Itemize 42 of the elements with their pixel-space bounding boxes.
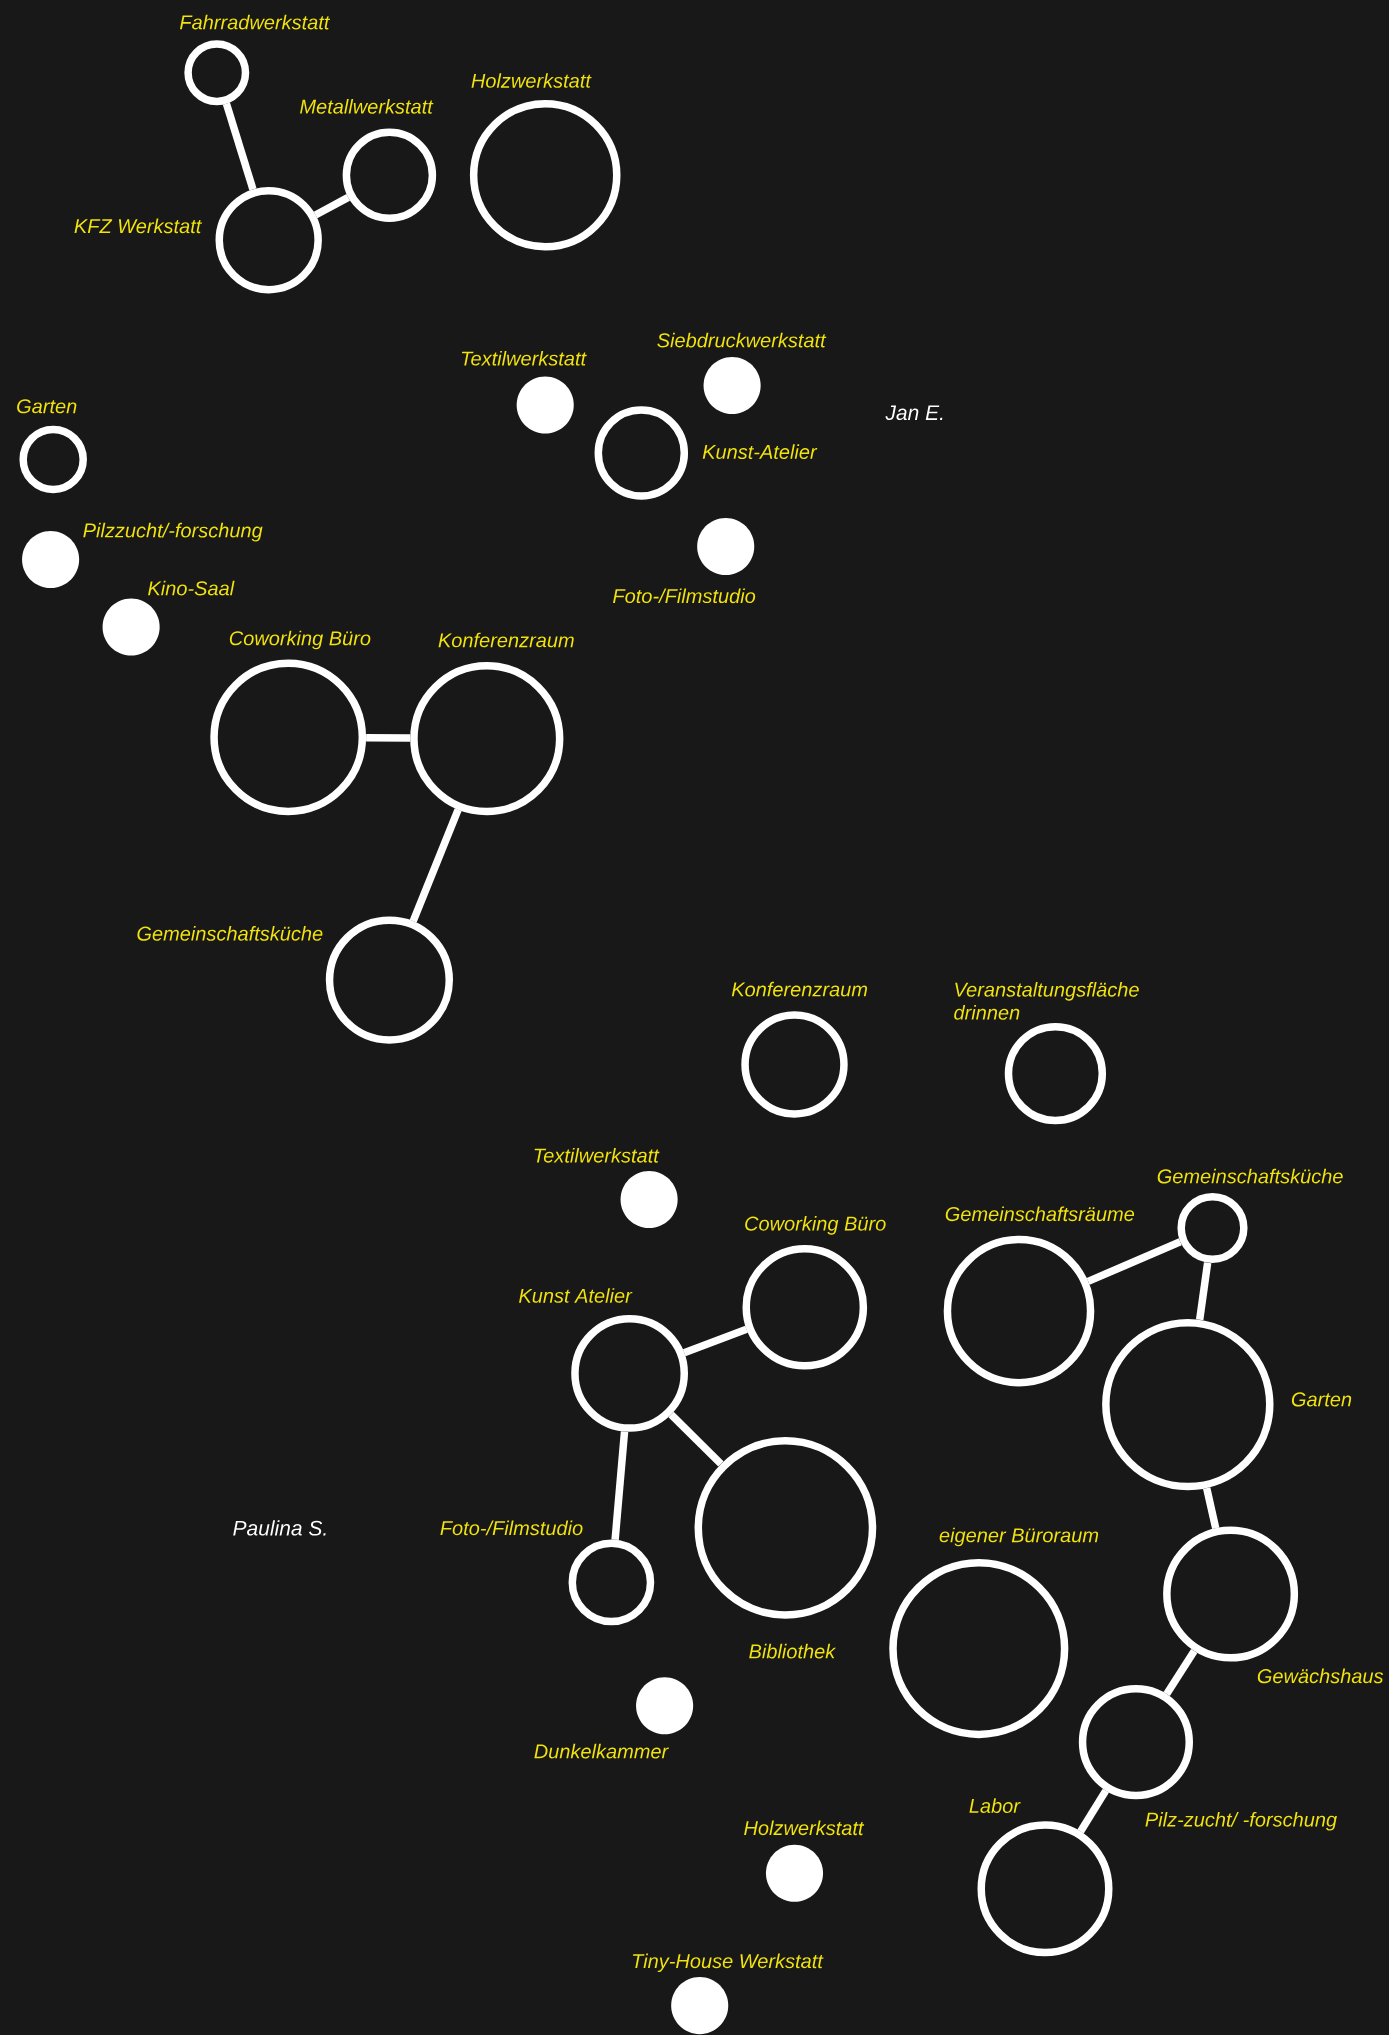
person-name: Paulina S. — [233, 1520, 326, 1536]
connector-line — [222, 102, 257, 191]
node-label: Textilwerkstatt — [461, 350, 587, 366]
node-label: Gewächshaus — [1257, 1668, 1384, 1684]
node-label: Gemeinschaftsküche — [137, 926, 323, 941]
node-label: Coworking Büro — [745, 1216, 886, 1235]
node-label: Gemeinschaftsküche — [1157, 1168, 1343, 1184]
connector-line — [1086, 1238, 1182, 1285]
node-label: Kunst-Atelier — [702, 444, 818, 459]
node-label: Pilzzucht/-forschung — [83, 522, 263, 542]
connector-line — [409, 808, 462, 923]
connector-line — [668, 1411, 724, 1467]
node-label: Bibliothek — [749, 1643, 837, 1659]
node-label: Siebdruckwerkstatt — [657, 332, 827, 348]
node-label: Konferenzraum — [731, 981, 867, 997]
node-label: eigener Büroraum — [939, 1527, 1099, 1547]
person-name: Jan E. — [885, 405, 943, 421]
node-label: Gemeinschaftsräume — [945, 1206, 1135, 1222]
node-label: KFZ Werkstatt — [74, 218, 202, 234]
node-label: Foto-/Filmstudio — [613, 588, 756, 604]
node-label: Garten — [1291, 1392, 1352, 1407]
connector-line — [1163, 1648, 1198, 1696]
node-label: Kino-Saal — [148, 580, 235, 596]
connector-line — [682, 1325, 748, 1357]
node-label: Fahrradwerkstatt — [180, 14, 331, 30]
node-label: Holzwerkstatt — [744, 1820, 865, 1836]
node-label: Holzwerkstatt — [471, 73, 592, 88]
node-label: Textilwerkstatt — [534, 1147, 660, 1163]
node-label: Coworking Büro — [229, 630, 371, 650]
node-label: Kunst Atelier — [519, 1288, 633, 1303]
node-label: Garten — [17, 399, 77, 414]
node-label: Veranstaltungsfläche drinnen — [954, 982, 1139, 1020]
node-label: Konferenzraum — [438, 632, 574, 648]
node-label: Tiny-House Werkstatt — [632, 1953, 824, 1973]
connector-line — [1077, 1788, 1109, 1834]
connector-line — [1203, 1487, 1220, 1530]
node-label: Metallwerkstatt — [300, 99, 434, 114]
node-label: Foto-/Filmstudio — [440, 1520, 583, 1536]
node-label: Labor — [969, 1798, 1021, 1814]
connector-line — [313, 194, 351, 219]
node-label: Dunkelkammer — [534, 1743, 669, 1759]
node-label: Pilz-zucht/ -forschung — [1145, 1811, 1337, 1831]
